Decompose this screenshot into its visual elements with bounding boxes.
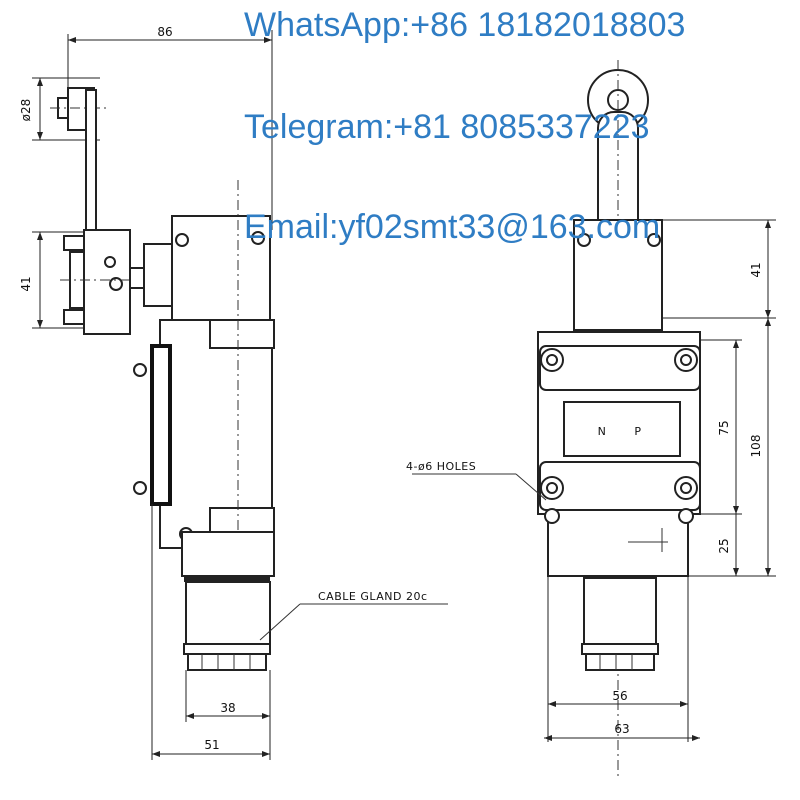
watermark-email: Email:yf02smt33@163.com [244,208,661,246]
dim-56: 56 [612,689,627,703]
dim-roller-diameter: ø28 [19,99,33,122]
side-view: 86 ø28 41 [19,25,448,760]
dim-right-41: 41 [749,262,763,277]
dim-51: 51 [204,738,219,752]
watermark-telegram: Telegram:+81 8085337223 [244,108,650,146]
nameplate-p: P [634,425,641,438]
label-cable-gland: CABLE GLAND 20c [318,590,428,603]
dim-38: 38 [220,701,235,715]
dim-75: 75 [717,420,731,435]
watermark-whatsapp: WhatsApp:+86 18182018803 [244,6,686,44]
label-holes: 4-ø6 HOLES [406,460,476,473]
dim-25: 25 [717,538,731,553]
dim-63: 63 [614,722,629,736]
dim-lever-41: 41 [19,276,33,291]
dim-86: 86 [157,25,172,39]
nameplate-n: N [598,425,607,438]
front-view: 41 N P 4-ø6 HOLES 75 108 [406,60,776,780]
dim-108: 108 [749,435,763,458]
